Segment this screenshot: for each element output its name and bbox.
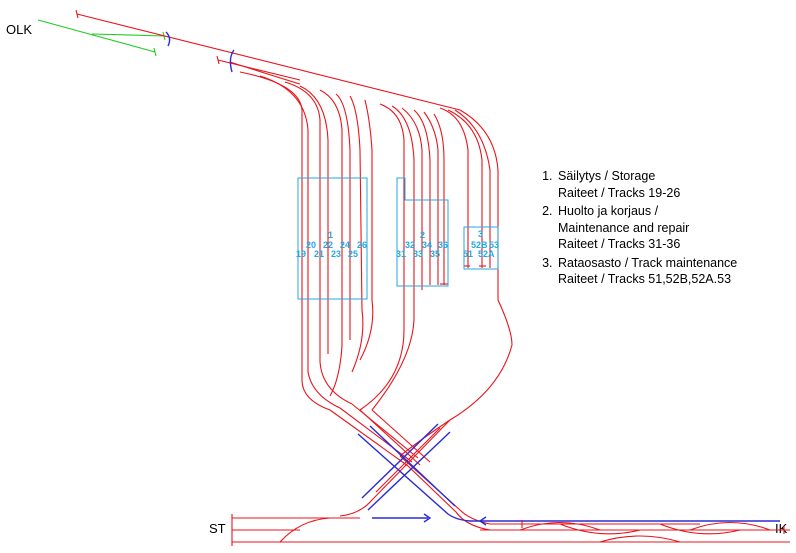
area-number-1: 1 <box>328 230 333 240</box>
track-label: 24 <box>340 240 350 250</box>
maintenance-tracks <box>359 103 448 411</box>
legend-line: Raiteet / Tracks 51,52B,52A.53 <box>558 272 732 286</box>
area-number-3: 3 <box>478 229 483 239</box>
track-maintenance-tracks <box>399 107 513 457</box>
track-label: 23 <box>331 249 341 259</box>
bottom-main-lines <box>231 514 790 546</box>
legend-line: Raiteet / Tracks 31-36 <box>558 237 681 251</box>
track-label: 19 <box>296 249 306 259</box>
station-label-ik: IK <box>775 521 788 536</box>
track-label: 52B <box>471 240 488 250</box>
legend: Säilytys / Storage Raiteet / Tracks 19-2… <box>538 168 788 290</box>
track-label: 31 <box>396 249 406 259</box>
track-label: 25 <box>348 249 358 259</box>
area-box-1 <box>297 177 368 300</box>
area-3-track-labels: 51 52B 52A 53 <box>463 240 499 259</box>
main-line-olk <box>75 9 461 111</box>
area-box-3 <box>463 226 499 270</box>
storage-tracks <box>239 71 374 411</box>
track-label: 21 <box>314 249 324 259</box>
track-label: 34 <box>422 240 432 250</box>
area-2-track-labels: 31 32 33 34 35 36 <box>396 240 448 259</box>
area-box-2 <box>396 177 449 287</box>
area-1-track-labels: 19 20 21 22 23 24 25 26 <box>296 240 367 259</box>
track-label: 33 <box>413 249 423 259</box>
station-label-olk: OLK <box>6 22 32 37</box>
blue-joints-main <box>165 31 235 73</box>
legend-line: Raiteet / Tracks 19-26 <box>558 185 681 200</box>
track-end-marks <box>521 520 785 534</box>
legend-line: Huolto ja korjaus / <box>558 204 659 218</box>
track-label: 26 <box>357 240 367 250</box>
area-number-2: 2 <box>420 230 425 240</box>
track-label: 20 <box>306 240 316 250</box>
legend-line: Säilytys / Storage <box>558 169 656 183</box>
legend-line: Maintenance and repair <box>558 220 690 235</box>
legend-item-storage: Säilytys / Storage Raiteet / Tracks 19-2… <box>556 168 788 201</box>
track-label: 52A <box>478 249 495 259</box>
track-label: 51 <box>463 249 473 259</box>
station-label-st: ST <box>209 521 226 536</box>
legend-line: Rataosasto / Track maintenance <box>558 255 738 270</box>
legend-item-track-maintenance: Rataosasto / Track maintenance Raiteet /… <box>556 255 788 288</box>
track-label: 53 <box>489 240 499 250</box>
track-label: 35 <box>430 249 440 259</box>
track-label: 22 <box>323 240 333 250</box>
track-label: 32 <box>405 240 415 250</box>
track-label: 36 <box>438 240 448 250</box>
blue-crossing <box>357 423 780 526</box>
green-siding <box>37 19 166 57</box>
legend-item-maintenance: Huolto ja korjaus / Maintenance and repa… <box>556 203 788 253</box>
